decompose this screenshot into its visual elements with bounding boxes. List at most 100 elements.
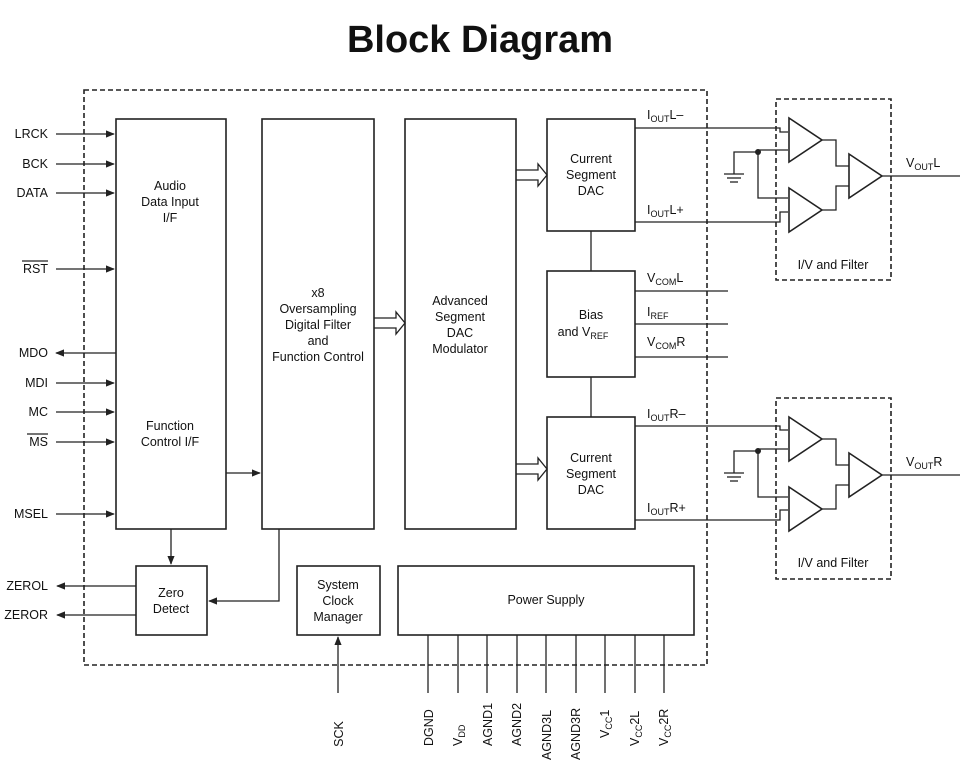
page-title: Block Diagram bbox=[347, 19, 613, 61]
zero-detect-block bbox=[135, 565, 208, 636]
power-pin-lines bbox=[427, 635, 665, 693]
clock-manager-label: System Clock Manager bbox=[313, 578, 362, 624]
svg-text:VCOMR: VCOMR bbox=[647, 335, 685, 351]
pin-agnd3l: AGND3L bbox=[540, 710, 554, 760]
svg-text:Advanced: Advanced bbox=[432, 294, 488, 308]
pin-bck: BCK bbox=[22, 157, 48, 171]
vout-l-label: VOUTL bbox=[906, 156, 940, 172]
pin-mdi: MDI bbox=[25, 376, 48, 390]
pin-lrck: LRCK bbox=[15, 127, 49, 141]
iref-label: IREF bbox=[647, 305, 669, 321]
pin-vcc1: VCC1 bbox=[598, 710, 614, 738]
zero-detect-label: Zero Detect bbox=[153, 586, 190, 616]
svg-text:Zero: Zero bbox=[158, 586, 184, 600]
filter-left-label: I/V and Filter bbox=[798, 258, 869, 272]
svg-text:Digital Filter: Digital Filter bbox=[285, 318, 351, 332]
svg-text:VCOML: VCOML bbox=[647, 271, 683, 287]
svg-text:x8: x8 bbox=[311, 286, 324, 300]
function-if-label: Function Control I/F bbox=[141, 419, 200, 449]
opamp-right-top bbox=[788, 415, 824, 463]
svg-text:DAC: DAC bbox=[447, 326, 473, 340]
svg-text:and: and bbox=[308, 334, 329, 348]
svg-text:and VREF: and VREF bbox=[558, 325, 609, 341]
svg-text:Control I/F: Control I/F bbox=[141, 435, 200, 449]
svg-text:Segment: Segment bbox=[566, 168, 617, 182]
pin-zeror: ZEROR bbox=[4, 608, 48, 622]
svg-text:Data Input: Data Input bbox=[141, 195, 199, 209]
oversampling-label: x8 Oversampling Digital Filter and Funct… bbox=[272, 286, 364, 364]
pin-rst: RST bbox=[23, 262, 48, 276]
svg-text:I/F: I/F bbox=[163, 211, 178, 225]
iout-r-minus-label: IOUTR– bbox=[647, 407, 686, 423]
output-lines bbox=[635, 127, 788, 521]
clock-manager-block bbox=[296, 565, 381, 636]
dac-left-label: Current Segment DAC bbox=[566, 152, 617, 198]
svg-text:IREF: IREF bbox=[647, 305, 669, 321]
vout-r-label: VOUTR bbox=[906, 455, 942, 471]
svg-text:IOUTR+: IOUTR+ bbox=[647, 501, 686, 517]
internal-connections bbox=[167, 162, 592, 693]
svg-text:IOUTR–: IOUTR– bbox=[647, 407, 686, 423]
filter-right: I/V and Filter bbox=[724, 397, 960, 580]
chip-boundary bbox=[83, 89, 708, 666]
svg-text:Segment: Segment bbox=[566, 467, 617, 481]
svg-text:DAC: DAC bbox=[578, 483, 604, 497]
pin-sck: SCK bbox=[332, 720, 346, 746]
vcom-r-label: VCOMR bbox=[647, 335, 685, 351]
svg-text:Detect: Detect bbox=[153, 602, 190, 616]
bias-label: Bias and VREF bbox=[558, 308, 609, 341]
svg-text:Oversampling: Oversampling bbox=[279, 302, 356, 316]
pin-agnd3r: AGND3R bbox=[569, 708, 583, 760]
iout-r-plus-label: IOUTR+ bbox=[647, 501, 686, 517]
iout-l-minus-label: IOUTL– bbox=[647, 108, 683, 124]
svg-text:Audio: Audio bbox=[154, 179, 186, 193]
svg-text:DAC: DAC bbox=[578, 184, 604, 198]
opamp-right-bottom bbox=[788, 485, 824, 533]
svg-text:Modulator: Modulator bbox=[432, 342, 488, 356]
power-supply-label: Power Supply bbox=[507, 593, 585, 607]
svg-text:Current: Current bbox=[570, 152, 612, 166]
pin-vdd: VDD bbox=[451, 724, 467, 746]
oversampling-filter-block bbox=[261, 118, 375, 530]
pin-vcc2r: VCC2R bbox=[657, 709, 673, 746]
audio-if-label: Audio Data Input I/F bbox=[141, 179, 199, 225]
opamp-left-top bbox=[788, 116, 824, 164]
pin-zerol: ZEROL bbox=[6, 579, 48, 593]
svg-text:Manager: Manager bbox=[313, 610, 362, 624]
bias-block bbox=[546, 270, 636, 378]
pin-agnd2: AGND2 bbox=[510, 703, 524, 746]
vcom-l-label: VCOML bbox=[647, 271, 683, 287]
filter-right-label: I/V and Filter bbox=[798, 556, 869, 570]
svg-text:Clock: Clock bbox=[322, 594, 354, 608]
opamp-right-output bbox=[848, 451, 884, 499]
opamp-left-bottom bbox=[788, 186, 824, 234]
pin-dgnd: DGND bbox=[422, 709, 436, 746]
pin-mc: MC bbox=[29, 405, 48, 419]
svg-text:System: System bbox=[317, 578, 359, 592]
dac-right-block bbox=[546, 416, 636, 530]
interface-block bbox=[115, 118, 227, 530]
dac-modulator-block bbox=[404, 118, 517, 530]
pin-agnd1: AGND1 bbox=[481, 703, 495, 746]
pin-ms: MS bbox=[29, 435, 48, 449]
svg-text:VOUTR: VOUTR bbox=[906, 455, 942, 471]
svg-text:Bias: Bias bbox=[579, 308, 603, 322]
pin-mdo: MDO bbox=[19, 346, 48, 360]
filter-left: I/V and Filter bbox=[724, 98, 960, 281]
pin-msel: MSEL bbox=[14, 507, 48, 521]
svg-text:Segment: Segment bbox=[435, 310, 486, 324]
pin-data: DATA bbox=[17, 186, 49, 200]
svg-text:IOUTL+: IOUTL+ bbox=[647, 203, 684, 219]
opamp-left-output bbox=[848, 152, 884, 200]
left-pins: LRCK BCK DATA RST MDO MDI MC MS MSEL ZER… bbox=[4, 127, 136, 622]
dac-right-label: Current Segment DAC bbox=[566, 451, 617, 497]
svg-text:VOUTL: VOUTL bbox=[906, 156, 940, 172]
svg-text:Function: Function bbox=[146, 419, 194, 433]
svg-text:Current: Current bbox=[570, 451, 612, 465]
iout-l-plus-label: IOUTL+ bbox=[647, 203, 684, 219]
pin-vcc2l: VCC2L bbox=[628, 711, 644, 746]
svg-text:IOUTL–: IOUTL– bbox=[647, 108, 683, 124]
modulator-label: Advanced Segment DAC Modulator bbox=[432, 294, 488, 356]
svg-text:Function Control: Function Control bbox=[272, 350, 364, 364]
